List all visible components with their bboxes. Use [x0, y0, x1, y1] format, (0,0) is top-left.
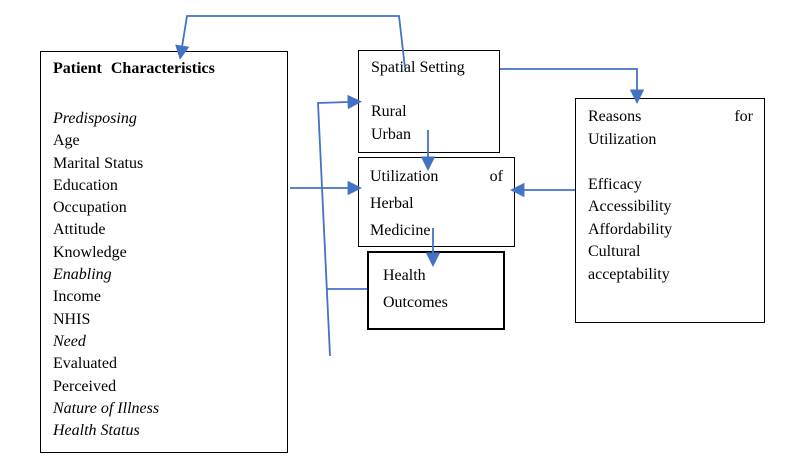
utilization-word-right: of [489, 168, 503, 185]
list-item: Age [53, 132, 80, 150]
reasons-list: Efficacy Accessibility Affordability Cul… [588, 174, 753, 287]
utilization-of-herbal-medicine-box: Utilization of Herbal Medicine [358, 157, 515, 247]
list-item: Accessibility [588, 198, 672, 215]
list-item: Enabling [53, 266, 112, 284]
spatial-setting-box: Spatial Setting Rural Urban [358, 50, 500, 153]
reasons-for-utilization-box: Reasons for Utilization Efficacy Accessi… [575, 98, 765, 323]
spatial-setting-title: Spatial Setting [371, 59, 465, 76]
spatial-setting-list: Rural Urban [371, 100, 493, 146]
list-item: NHIS [53, 310, 91, 328]
connector-trunk-to-spatial-arrow [317, 94, 362, 357]
list-item: Income [53, 288, 101, 306]
reasons-title-line2: Utilization [588, 130, 657, 148]
patient-characteristics-title: Patient Characteristics [53, 60, 215, 77]
list-item: Nature of Illness [53, 399, 160, 417]
list-item: Affordability [588, 220, 673, 238]
reasons-word-right: for [734, 108, 753, 125]
list-item: Knowledge [53, 243, 127, 261]
list-item: Efficacy [588, 175, 642, 193]
health-outcomes-box: Health Outcomes [367, 251, 505, 330]
connector-spatial-to-reasons-arrow [500, 68, 645, 104]
list-item: Evaluated [53, 355, 117, 373]
health-outcomes-line2: Outcomes [383, 294, 448, 311]
list-item: acceptability [588, 265, 670, 283]
list-item: Health Status [53, 422, 140, 440]
patient-characteristics-box: Patient Characteristics Predisposing Age… [40, 51, 288, 453]
reasons-word-left: Reasons [588, 108, 642, 125]
list-item: Education [53, 176, 118, 194]
utilization-word-left: Utilization [370, 168, 439, 185]
utilization-title-line2: Herbal [370, 195, 414, 212]
list-item: Cultural [588, 243, 641, 260]
utilization-title-line3: Medicine [370, 222, 431, 239]
health-outcomes-line1: Health [383, 267, 426, 284]
utilization-title-line1: Utilization of [370, 163, 503, 190]
list-item: Predisposing [53, 110, 137, 127]
list-item: Rural [371, 103, 407, 120]
list-item: Need [53, 332, 86, 350]
list-item: Perceived [53, 377, 117, 395]
list-item: Attitude [53, 221, 106, 239]
reasons-title-line1: Reasons for [588, 106, 753, 129]
list-item: Marital Status [53, 154, 144, 172]
patient-characteristics-list: Predisposing Age Marital Status Educatio… [53, 108, 277, 442]
list-item: Occupation [53, 199, 127, 217]
list-item: Urban [371, 126, 411, 143]
